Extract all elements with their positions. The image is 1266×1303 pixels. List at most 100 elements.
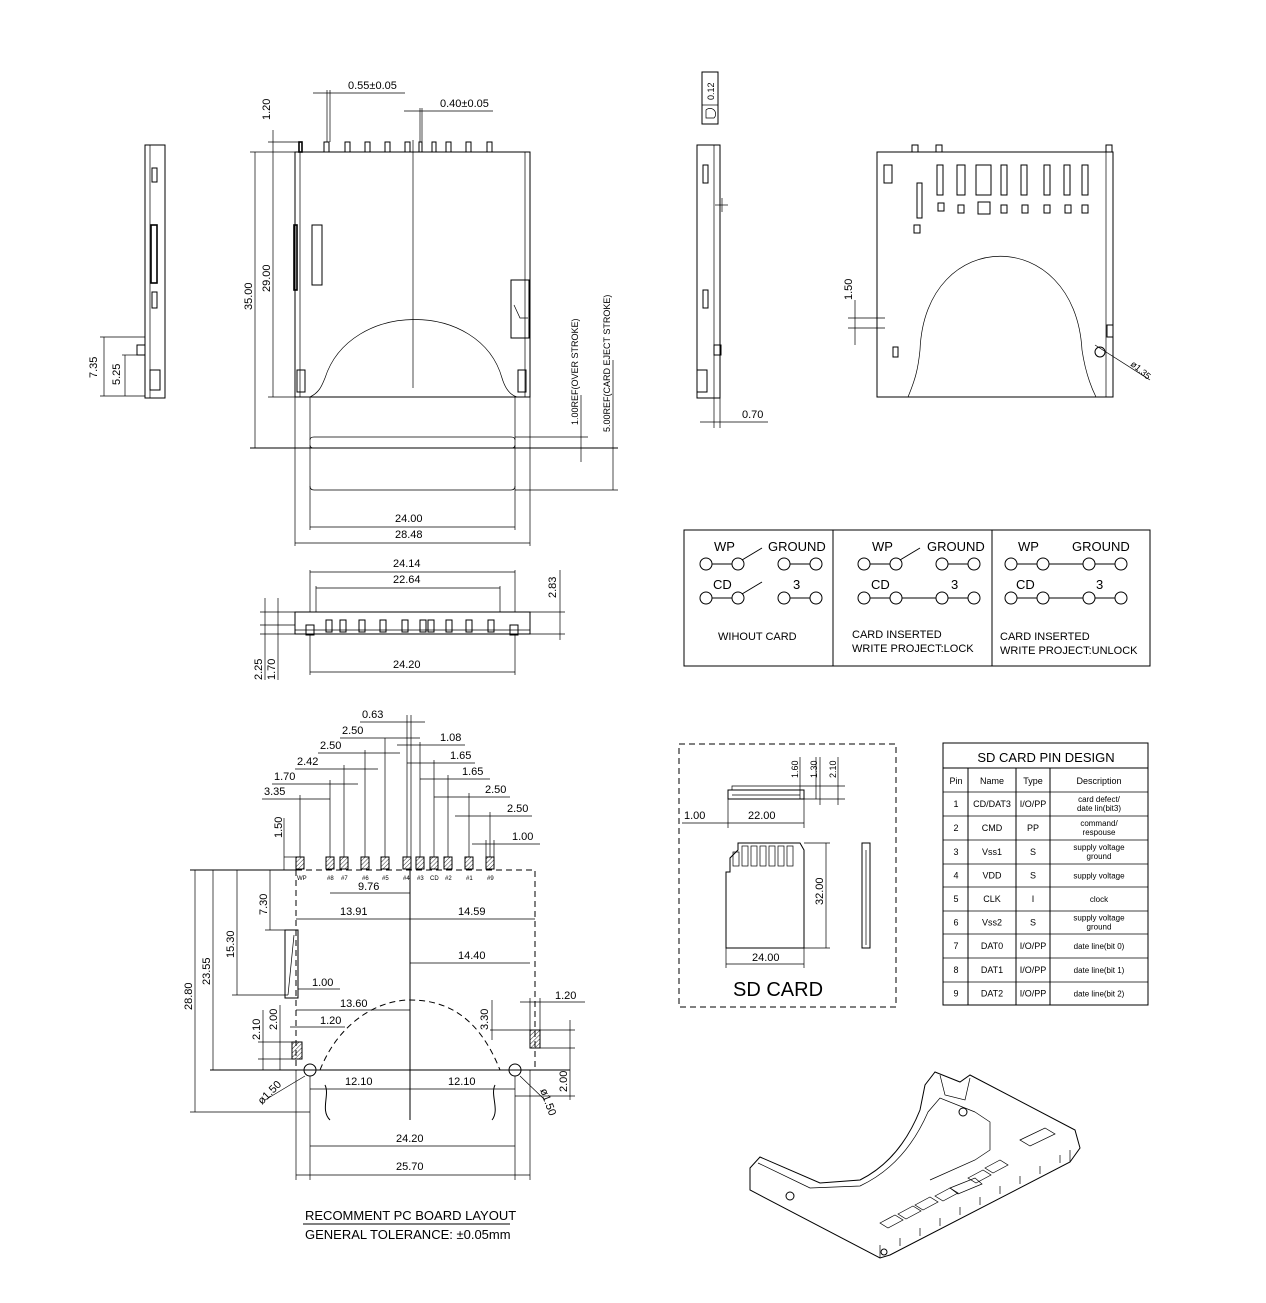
dim-3-30: 3.30	[479, 1009, 491, 1030]
type-cell: I	[1032, 894, 1035, 904]
dim-1-08: 1.08	[440, 732, 461, 744]
sd-card-label: SD CARD	[733, 979, 823, 1001]
description-cell: command/	[1080, 819, 1118, 828]
dim-1-20: 1.20	[555, 990, 576, 1002]
dim-3-35: 3.35	[264, 786, 285, 798]
dim-1-20: 1.20	[261, 99, 273, 120]
dim-2-50: 2.50	[320, 740, 341, 752]
general-tolerance: GENERAL TOLERANCE: ±0.05mm	[305, 1227, 511, 1242]
type-cell: S	[1030, 847, 1036, 857]
dim-35-00: 35.00	[243, 282, 255, 310]
dim-2-42: 2.42	[297, 756, 318, 768]
label-wp: WP	[1018, 539, 1039, 554]
pcb-layout-title: RECOMMENT PC BOARD LAYOUT	[305, 1208, 516, 1223]
pad-label: #4	[403, 876, 410, 882]
dim-pin-width: 0.55±0.05	[348, 80, 397, 92]
table-row-lines	[943, 791, 1148, 983]
name-cell: CD/DAT3	[973, 799, 1011, 809]
dim-1-50: 1.50	[273, 817, 285, 838]
description-cell: date line(bit 2)	[1074, 990, 1125, 999]
dim-24-14: 24.14	[393, 558, 421, 570]
header-type: Type	[1023, 776, 1043, 786]
type-cell: I/O/PP	[1020, 965, 1047, 975]
dim-7-35: 7.35	[88, 357, 100, 378]
name-cell: CLK	[983, 894, 1001, 904]
header-name: Name	[980, 776, 1004, 786]
description-cell: respouse	[1083, 828, 1116, 837]
sd-card-pin-table: SD CARD PIN DESIGN Pin Name Type Descrip…	[942, 742, 1149, 1006]
dim-28-80: 28.80	[183, 982, 195, 1010]
description-cell: supply voltage	[1073, 914, 1125, 923]
dim-24-20: 24.20	[396, 1133, 424, 1145]
dim-2-10: 2.10	[251, 1019, 263, 1040]
dim-hole-1-35: ø1.35	[1129, 359, 1153, 381]
dim-1-00: 1.00	[512, 831, 533, 843]
label-3: 3	[793, 577, 800, 592]
name-cell: VDD	[982, 871, 1002, 881]
description-cell: supply voltage	[1073, 872, 1125, 881]
dim-13-91: 13.91	[340, 906, 368, 918]
caption-line: WRITE PROJECT:LOCK	[852, 643, 974, 655]
pin-cell: 2	[953, 823, 958, 833]
label-3: 3	[1096, 577, 1103, 592]
dim-25-70: 25.70	[396, 1161, 424, 1173]
left-side-view: 7.35 5.25	[88, 144, 166, 399]
name-cell: Vss2	[982, 918, 1002, 928]
top-view: 0.55±0.05 0.40±0.05 1.20 35.00 29.00 1.0…	[243, 80, 618, 546]
dim-7-30: 7.30	[258, 894, 270, 915]
pad-label: #3	[417, 876, 424, 882]
dim-2-50: 2.50	[507, 803, 528, 815]
dim-0-63: 0.63	[362, 709, 383, 721]
name-cell: DAT0	[981, 941, 1003, 951]
dim-2-50: 2.50	[485, 784, 506, 796]
name-cell: Vss1	[982, 847, 1002, 857]
label-cd: CD	[871, 577, 890, 592]
dim-2-25: 2.25	[253, 659, 265, 680]
switch-state-table: WP GROUND CD 3 WIHOUT CARD WP GROUND CD …	[683, 529, 1151, 667]
dim-15-30: 15.30	[225, 930, 237, 958]
dim-flatness-0-12: 0.12	[706, 82, 716, 100]
dim-2-00: 2.00	[268, 1009, 280, 1030]
dim-13-60: 13.60	[340, 998, 368, 1010]
isometric-connector-view	[749, 1071, 1081, 1259]
dim-2-00: 2.00	[558, 1071, 570, 1092]
dim-9-76: 9.76	[358, 881, 379, 893]
label-ground: GROUND	[1072, 539, 1130, 554]
pin-cell: 6	[953, 918, 958, 928]
dim-eject-stroke: 5.00REF(CARD EJECT STROKE)	[602, 295, 612, 432]
dim-pin-width-2: 0.40±0.05	[440, 98, 489, 110]
pad-label: #6	[362, 876, 369, 882]
label-ground: GROUND	[768, 539, 826, 554]
pcb-pads	[295, 856, 495, 870]
pad-label: WP	[297, 876, 307, 882]
pad-label: #9	[487, 876, 494, 882]
dim-2-50: 2.50	[342, 725, 363, 737]
description-cell: ground	[1087, 852, 1112, 861]
dim-1-00: 1.00	[312, 977, 333, 989]
top-pins	[298, 141, 493, 153]
front-contacts	[305, 619, 519, 636]
dim-1-70: 1.70	[266, 659, 278, 680]
pin-cell: 5	[953, 894, 958, 904]
dim-14-59: 14.59	[458, 906, 486, 918]
pitch-dimensions: 0.63 2.50 2.50 2.42 1.70 3.35 1.08 1.65 …	[262, 709, 540, 870]
dim-12-10: 12.10	[448, 1076, 476, 1088]
pad-labels: WP #8 #7 #6 #5 #4 #3 CD #2 #1 #9	[297, 876, 494, 882]
dim-12-10: 12.10	[345, 1076, 373, 1088]
description-cell: card defect/	[1078, 795, 1121, 804]
dim-24-00: 24.00	[395, 513, 423, 525]
pin-cell: 1	[953, 799, 958, 809]
name-cell: DAT1	[981, 965, 1003, 975]
type-cell: PP	[1027, 823, 1039, 833]
pin-cell: 4	[953, 871, 958, 881]
dim-1-00: 1.00	[684, 810, 705, 822]
description-cell: ground	[1087, 923, 1112, 932]
pin-cell: 3	[953, 847, 958, 857]
dim-1-30: 1.30	[809, 760, 819, 778]
dim-28-48: 28.48	[395, 529, 423, 541]
